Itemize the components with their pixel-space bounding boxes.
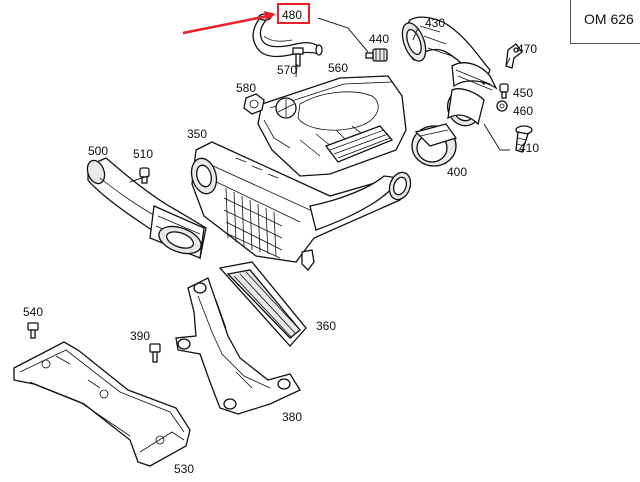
part-410-bolt[interactable] xyxy=(515,125,533,153)
label-560[interactable]: 560 xyxy=(328,61,348,75)
label-430[interactable]: 430 xyxy=(425,16,445,30)
label-380[interactable]: 380 xyxy=(282,410,302,424)
part-570-bolt[interactable] xyxy=(292,47,304,67)
label-580[interactable]: 580 xyxy=(236,81,256,95)
label-390[interactable]: 390 xyxy=(130,329,150,343)
part-400-air-mass-sensor[interactable] xyxy=(411,123,458,167)
leader-lines xyxy=(129,17,511,183)
part-450-fitting[interactable] xyxy=(499,83,509,99)
part-530-cross-member[interactable] xyxy=(13,341,191,467)
part-440-sensor[interactable] xyxy=(365,48,388,62)
engine-code: OM 626 xyxy=(584,11,634,27)
part-360-filter-element[interactable] xyxy=(218,261,307,347)
label-450[interactable]: 450 xyxy=(513,86,533,100)
label-570[interactable]: 570 xyxy=(277,63,297,77)
part-510-clip[interactable] xyxy=(139,167,150,184)
label-410[interactable]: 410 xyxy=(519,141,539,155)
part-430-intake-pipe[interactable] xyxy=(398,16,498,131)
part-540-bolt[interactable] xyxy=(27,322,39,339)
label-530[interactable]: 530 xyxy=(174,462,194,476)
label-400[interactable]: 400 xyxy=(447,165,467,179)
part-380-bracket[interactable] xyxy=(175,277,301,415)
label-500[interactable]: 500 xyxy=(88,144,108,158)
highlight-arrow xyxy=(182,11,276,35)
part-390-bolt[interactable] xyxy=(149,343,161,363)
engine-code-box xyxy=(570,0,640,44)
part-560-engine-cover[interactable] xyxy=(257,75,407,177)
highlight-box-480 xyxy=(277,3,310,24)
part-350-air-filter-housing[interactable] xyxy=(188,141,414,271)
part-460-fitting[interactable] xyxy=(496,100,508,112)
label-360[interactable]: 360 xyxy=(316,319,336,333)
label-460[interactable]: 460 xyxy=(513,104,533,118)
part-580-nut[interactable] xyxy=(243,93,265,115)
label-350[interactable]: 350 xyxy=(187,127,207,141)
label-540[interactable]: 540 xyxy=(23,305,43,319)
label-510[interactable]: 510 xyxy=(133,147,153,161)
label-480[interactable]: 480 xyxy=(282,8,302,22)
label-440[interactable]: 440 xyxy=(369,32,389,46)
label-470[interactable]: 470 xyxy=(517,42,537,56)
part-labels: 480 440 430 470 570 560 580 450 460 350 … xyxy=(23,8,539,476)
part-500-intake-duct[interactable] xyxy=(84,157,207,259)
